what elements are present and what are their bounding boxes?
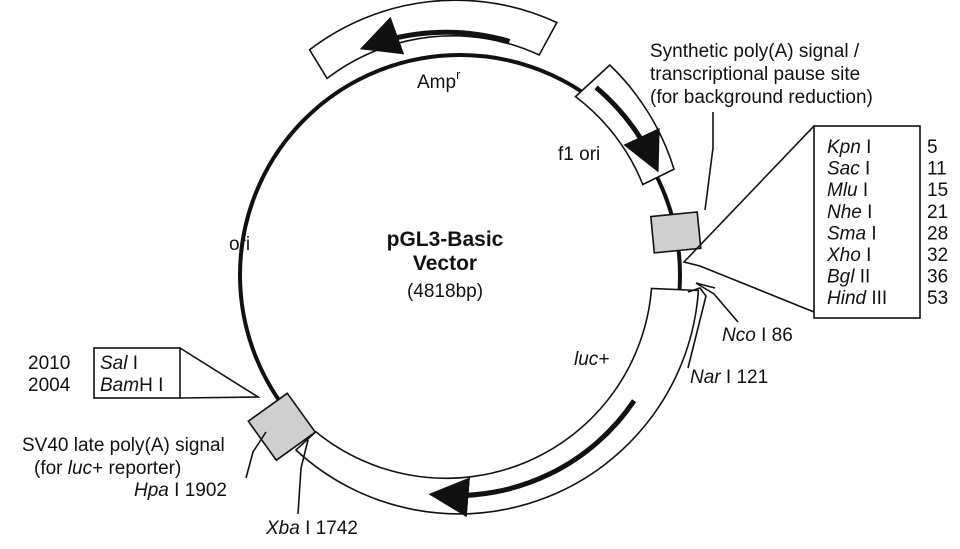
left-site-pos-1: 2004 bbox=[28, 375, 71, 396]
xba-leader bbox=[297, 439, 309, 515]
nco-leader bbox=[695, 282, 739, 323]
mcs-site-pos-2: 15 bbox=[927, 180, 948, 201]
vector-name-line2: Vector bbox=[413, 252, 477, 275]
amp-direction-arrow bbox=[359, 16, 511, 55]
hpa-leader bbox=[245, 431, 267, 479]
xba-site-label: Xba I 1742 bbox=[265, 518, 358, 539]
luc-label: luc+ bbox=[574, 349, 609, 370]
vector-size: (4818bp) bbox=[407, 281, 483, 302]
mcs-site-2: Mlu I bbox=[827, 180, 868, 201]
synthetic-polya-label-2: transcriptional pause site bbox=[650, 64, 860, 85]
nco-site-label: Nco I 86 bbox=[722, 325, 793, 346]
synthetic-polya-leader bbox=[704, 112, 714, 211]
hpa-site-label: Hpa I 1902 bbox=[134, 480, 227, 501]
mcs-site-pos-7: 53 bbox=[927, 288, 948, 309]
mcs-site-4: Sma I bbox=[827, 223, 877, 244]
mcs-site-pos-0: 5 bbox=[927, 137, 938, 158]
ori-label: ori bbox=[229, 234, 250, 255]
left-site-pos-0: 2010 bbox=[28, 353, 70, 374]
left-sites-callout-lines bbox=[179, 347, 261, 399]
synthetic-polya-box bbox=[649, 211, 702, 254]
amp-label: Ampr bbox=[417, 67, 461, 93]
mcs-site-7: Hind III bbox=[827, 288, 887, 309]
mcs-site-pos-4: 28 bbox=[927, 223, 948, 244]
mcs-site-5: Xho I bbox=[826, 245, 871, 266]
sv40-polya-label-1: SV40 late poly(A) signal bbox=[22, 435, 225, 456]
left-site-list: 2010 Sal I 2004 BamH I bbox=[28, 353, 163, 396]
vector-name: pGL3-Basic bbox=[387, 228, 504, 251]
f1-ori-label: f1 ori bbox=[558, 144, 600, 165]
sv40-polya-label-2: (for luc+ reporter) bbox=[34, 458, 181, 479]
sv40-polya-box bbox=[247, 392, 317, 462]
left-site-1: BamH I bbox=[100, 375, 163, 396]
luc-feature bbox=[294, 287, 700, 515]
synthetic-polya-label-1: Synthetic poly(A) signal / bbox=[650, 41, 860, 62]
mcs-callout-lines bbox=[682, 125, 815, 313]
f1-ori-direction-arrow bbox=[594, 85, 660, 173]
mcs-site-3: Nhe I bbox=[827, 202, 872, 223]
mcs-site-0: Kpn I bbox=[827, 137, 871, 158]
nar-site-label: Nar I 121 bbox=[690, 367, 768, 388]
left-site-0: Sal I bbox=[100, 353, 138, 374]
luc-direction-arrow bbox=[428, 399, 637, 518]
left-sites-box bbox=[93, 347, 181, 399]
mcs-site-6: Bgl II bbox=[827, 267, 870, 288]
mcs-site-pos-6: 36 bbox=[927, 267, 948, 288]
mcs-site-pos-3: 21 bbox=[927, 202, 948, 223]
mcs-site-1: Sac I bbox=[827, 159, 870, 180]
mcs-site-pos-1: 11 bbox=[927, 159, 947, 180]
amp-feature bbox=[308, 0, 558, 80]
mcs-site-pos-5: 32 bbox=[927, 245, 948, 266]
mcs-box bbox=[813, 125, 921, 319]
synthetic-polya-label-3: (for background reduction) bbox=[650, 87, 873, 108]
nco-tick bbox=[695, 282, 716, 289]
nar-leader bbox=[687, 287, 707, 369]
